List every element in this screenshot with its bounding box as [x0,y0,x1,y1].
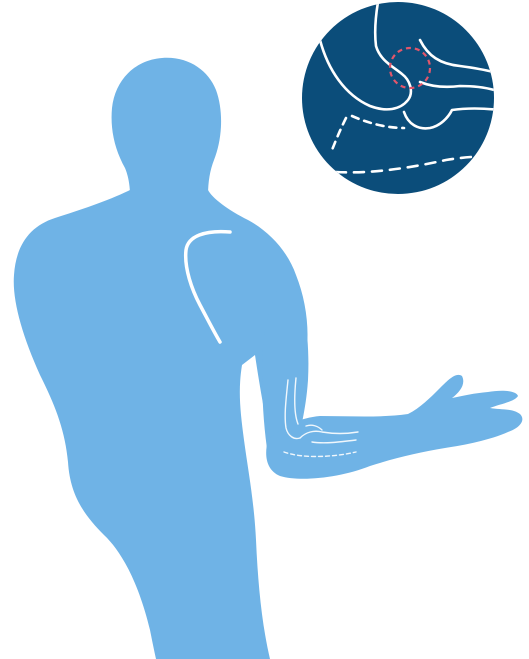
head-shape [112,58,222,195]
inset-circle [302,2,494,194]
torso-shape [14,190,308,659]
magnified-elbow-joint-inset [302,2,500,194]
